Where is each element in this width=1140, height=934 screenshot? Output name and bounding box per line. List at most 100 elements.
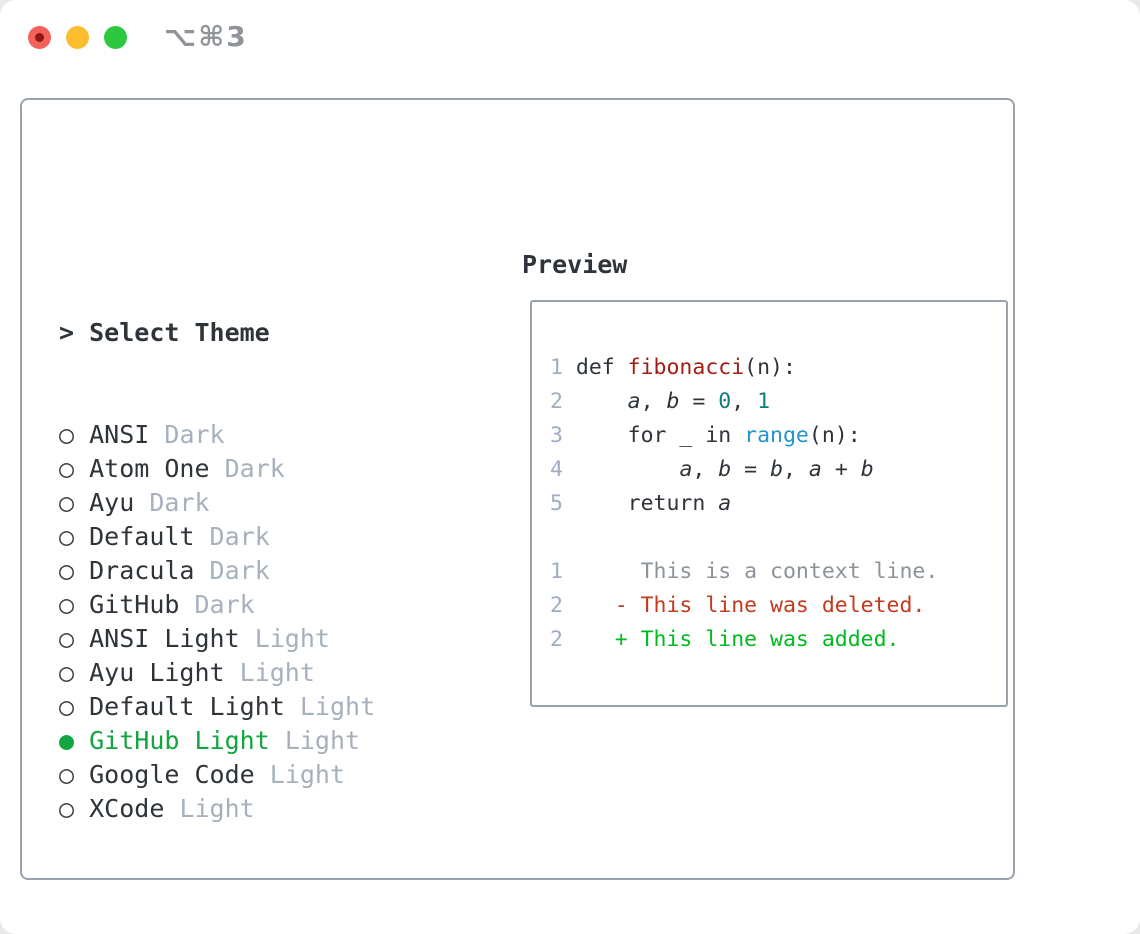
option-name: Ayu bbox=[89, 488, 135, 517]
option-name: Default Light bbox=[89, 692, 285, 721]
code-line: 2 + This line was added. bbox=[550, 623, 938, 657]
theme-item[interactable]: ○ Dracula Dark bbox=[59, 554, 480, 588]
theme-list: ○ ANSI Dark○ Atom One Dark○ Ayu Dark○ De… bbox=[59, 418, 480, 826]
theme-variant: Light bbox=[284, 726, 361, 755]
theme-variant: Light bbox=[254, 624, 330, 653]
code-token-var: a bbox=[679, 457, 693, 482]
close-button-dot bbox=[35, 33, 44, 42]
theme-item[interactable]: ○ Default Dark bbox=[59, 520, 480, 554]
code-line: 2 - This line was deleted. bbox=[550, 589, 938, 623]
radio-unselected-icon: ○ bbox=[59, 794, 75, 823]
option-name: ANSI bbox=[89, 420, 150, 449]
theme-item[interactable]: ● GitHub Light Light bbox=[59, 724, 480, 758]
theme-variant: Dark bbox=[224, 454, 285, 483]
theme-item[interactable]: ○ Atom One Dark bbox=[59, 452, 480, 486]
option-name: GitHub bbox=[89, 590, 180, 619]
theme-variant: Light bbox=[269, 760, 346, 789]
option-name: Ayu Light bbox=[89, 658, 225, 687]
preview-title: Preview bbox=[522, 250, 628, 279]
option-name: XCode bbox=[89, 794, 165, 823]
radio-unselected-icon: ○ bbox=[59, 692, 75, 721]
theme-item[interactable]: ○ Ayu Light Light bbox=[59, 656, 480, 690]
select-theme-header-label: Select Theme bbox=[89, 318, 270, 347]
theme-item[interactable]: ○ ANSI Dark bbox=[59, 418, 480, 452]
theme-variant: Dark bbox=[209, 556, 270, 585]
option-name: Dracula bbox=[89, 556, 195, 585]
radio-unselected-icon: ○ bbox=[59, 488, 75, 517]
line-number: 1 bbox=[550, 355, 563, 380]
option-name: Atom One bbox=[89, 454, 210, 483]
code-token-context: This is a context line. bbox=[575, 559, 939, 584]
option-name: Google Code bbox=[89, 760, 255, 789]
code-token-code: + bbox=[821, 457, 861, 482]
code-token-code: = bbox=[679, 389, 719, 414]
radio-unselected-icon: ○ bbox=[59, 420, 75, 449]
window-title-shortcut: ⌥⌘3 bbox=[164, 20, 248, 53]
code-token-builtin: range bbox=[744, 423, 809, 448]
minimize-button[interactable] bbox=[66, 26, 89, 49]
line-number: 2 bbox=[550, 593, 563, 618]
line-number: 1 bbox=[550, 559, 563, 584]
code-line: 2 a, b = 0, 1 bbox=[550, 385, 938, 419]
theme-selector-column: > Select Theme ○ ANSI Dark○ Atom One Dar… bbox=[59, 248, 480, 934]
line-number: 4 bbox=[550, 457, 563, 482]
option-name: GitHub Light bbox=[89, 726, 270, 755]
theme-variant: Dark bbox=[209, 522, 270, 551]
code-token-code bbox=[576, 457, 680, 482]
code-token-code: (n): bbox=[744, 355, 796, 380]
code-token-code: for _ in bbox=[575, 423, 745, 448]
theme-item[interactable]: ○ XCode Light bbox=[59, 792, 480, 826]
apply-to-header: Apply To bbox=[59, 928, 480, 934]
line-number: 5 bbox=[550, 491, 563, 516]
theme-variant: Dark bbox=[194, 590, 255, 619]
theme-variant: Light bbox=[179, 794, 255, 823]
code-token-code: return bbox=[575, 491, 719, 516]
theme-item[interactable]: ○ ANSI Light Light bbox=[59, 622, 480, 656]
zoom-button[interactable] bbox=[104, 26, 127, 49]
line-number: 3 bbox=[550, 423, 563, 448]
line-number: 2 bbox=[550, 389, 563, 414]
code-token-code: , bbox=[731, 389, 758, 414]
code-line: 5 return a bbox=[550, 487, 938, 521]
radio-unselected-icon: ○ bbox=[59, 522, 75, 551]
code-line: 4 a, b = b, a + b bbox=[550, 453, 938, 487]
radio-unselected-icon: ○ bbox=[59, 760, 75, 789]
code-token-var: a bbox=[627, 389, 641, 414]
radio-selected-icon: ● bbox=[59, 726, 75, 755]
theme-item[interactable]: ○ GitHub Dark bbox=[59, 588, 480, 622]
theme-item[interactable]: ○ Google Code Light bbox=[59, 758, 480, 792]
code-token-code: (n): bbox=[808, 423, 861, 448]
apply-to-label: Apply To bbox=[89, 930, 209, 934]
theme-variant: Dark bbox=[164, 420, 225, 449]
code-token-number: 0 bbox=[718, 389, 732, 414]
code-token-deleted: - This line was deleted. bbox=[575, 593, 926, 618]
code-token-var: b bbox=[718, 457, 732, 482]
code-line: 3 for _ in range(n): bbox=[550, 419, 938, 453]
code-token-code: def bbox=[575, 355, 628, 380]
code-line bbox=[550, 521, 938, 555]
radio-unselected-icon: ○ bbox=[59, 658, 75, 687]
theme-variant: Light bbox=[239, 658, 315, 687]
option-name: ANSI Light bbox=[89, 624, 240, 653]
radio-unselected-icon: ○ bbox=[59, 556, 75, 585]
code-token-code: , bbox=[692, 457, 719, 482]
theme-settings-panel: > Select Theme ○ ANSI Dark○ Atom One Dar… bbox=[20, 98, 1015, 934]
theme-variant: Light bbox=[299, 692, 376, 721]
code-token-var: b bbox=[770, 457, 784, 482]
code-token-number: 1 bbox=[757, 389, 771, 414]
code-token-var: b bbox=[860, 457, 874, 482]
radio-unselected-icon: ○ bbox=[59, 590, 75, 619]
theme-item[interactable]: ○ Ayu Dark bbox=[59, 486, 480, 520]
line-number: 2 bbox=[550, 627, 563, 652]
code-token-code: = bbox=[731, 457, 771, 482]
radio-unselected-icon: ○ bbox=[59, 624, 75, 653]
code-token-var: a bbox=[808, 457, 822, 482]
theme-item[interactable]: ○ Default Light Light bbox=[59, 690, 480, 724]
close-button[interactable] bbox=[28, 26, 51, 49]
option-name: Default bbox=[89, 522, 195, 551]
code-token-var: b bbox=[666, 389, 680, 414]
code-token-code bbox=[576, 389, 628, 414]
